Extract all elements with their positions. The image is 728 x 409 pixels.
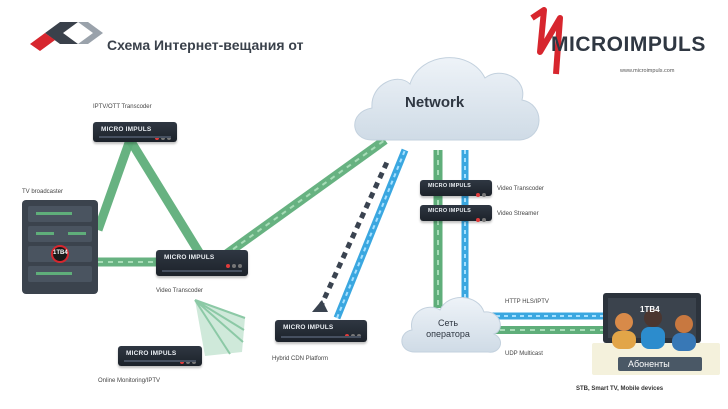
device-brand: MICRO IMPULS xyxy=(428,183,472,189)
operator-cloud xyxy=(401,297,502,353)
tv-source-rack xyxy=(22,200,98,294)
bottom-center-label: Hybrid CDN Platform xyxy=(272,356,329,362)
status-leds xyxy=(224,255,242,273)
device-bottom-center: MICRO IMPULS xyxy=(275,320,367,342)
network-cloud xyxy=(354,57,540,141)
brand-tagline: www.microimpuls.com xyxy=(620,68,675,74)
blue-links xyxy=(333,148,612,320)
link-top-to-middle xyxy=(126,137,209,265)
subscribers-badge: Абоненты xyxy=(628,359,670,369)
link-middle-to-network xyxy=(222,136,388,259)
header-logo-mark xyxy=(30,22,103,51)
device-brand: MICRO IMPULS xyxy=(101,126,152,133)
link-label-upper: HTTP HLS/IPTV xyxy=(505,299,549,305)
device-right-1: MICRO IMPULS xyxy=(420,180,492,197)
device-top-encoder: MICRO IMPULS xyxy=(93,122,177,142)
link-label-lower: UDP Multicast xyxy=(505,351,543,357)
device-middle-transcoder: MICRO IMPULS xyxy=(156,250,248,276)
device-right-2: MICRO IMPULS xyxy=(420,205,492,222)
network-label: Network xyxy=(405,94,465,111)
device-brand: MICRO IMPULS xyxy=(428,208,472,214)
top-encoder-label: IPTV/OTT Transcoder xyxy=(93,104,152,110)
antenna-fan xyxy=(194,299,246,356)
device-brand: MICRO IMPULS xyxy=(164,254,215,261)
middle-transcoder-label: Video Transcoder xyxy=(156,288,203,294)
subscriber-screen-logo: 1TB4 xyxy=(640,305,660,314)
page-title: Схема Интернет-вещания от xyxy=(107,37,304,53)
status-leds xyxy=(474,209,486,227)
link-top-to-source xyxy=(93,138,135,232)
right-1-label: Video Transcoder xyxy=(497,186,544,192)
device-brand: MICRO IMPULS xyxy=(126,350,177,357)
subscribers-footer: STB, Smart TV, Mobile devices xyxy=(576,386,664,392)
subscriber-scene xyxy=(592,293,720,375)
status-leds xyxy=(343,325,361,343)
dashed-return-arrow xyxy=(317,158,391,310)
tv-source-logo: 1TB4 xyxy=(53,250,68,256)
status-leds xyxy=(178,351,196,369)
status-leds xyxy=(153,127,171,145)
right-2-label: Video Streamer xyxy=(497,211,539,217)
microimpuls-logo-mark xyxy=(530,7,563,75)
bottom-left-label: Online Monitoring/IPTV xyxy=(98,378,161,384)
tv-source-label: TV broadcaster xyxy=(22,189,64,195)
status-leds xyxy=(474,184,486,202)
brand-logo-text: MICROIMPULS xyxy=(551,33,706,56)
operator-label: Сеть оператора xyxy=(426,318,470,339)
device-bottom-left: MICRO IMPULS xyxy=(118,346,202,366)
device-brand: MICRO IMPULS xyxy=(283,324,334,331)
